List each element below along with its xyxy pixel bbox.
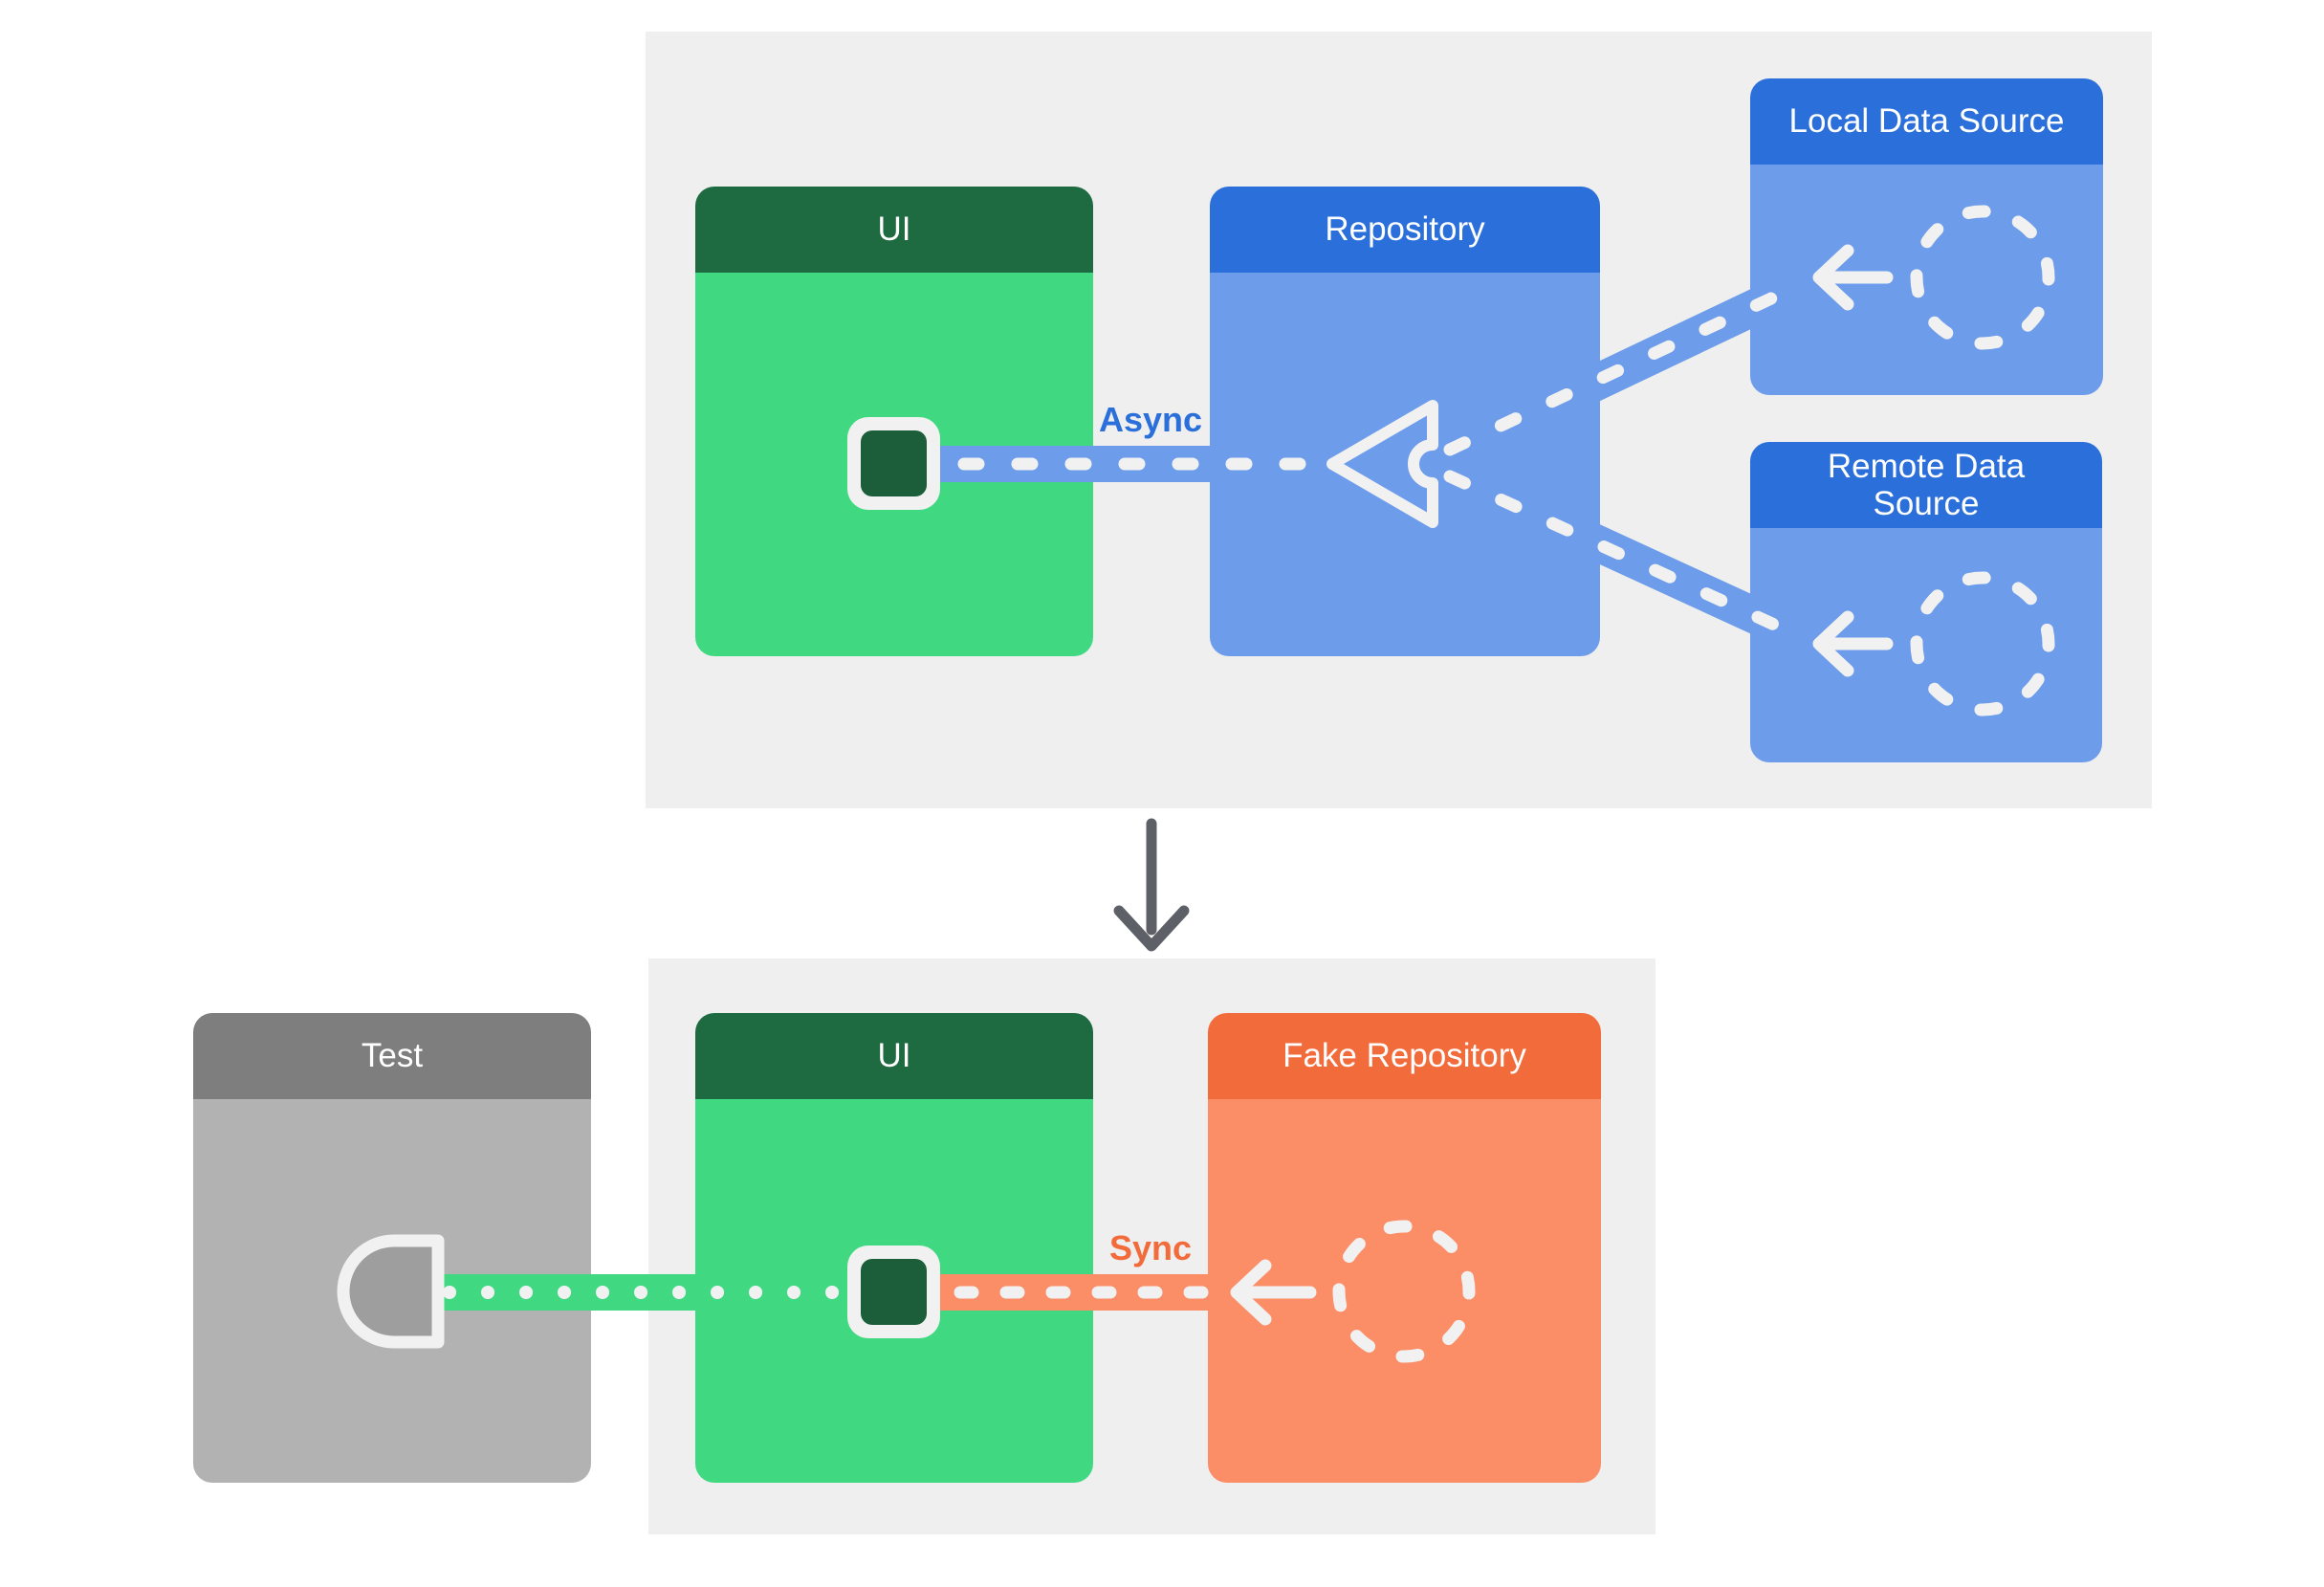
repository-box: Repository <box>1210 187 1600 656</box>
async-flow-label: Async <box>1098 400 1203 439</box>
remote-data-source-box: Remote Data Source <box>1750 442 2102 762</box>
repository-box-body <box>1210 273 1600 656</box>
ui-box-under-test-title: UI <box>877 1037 911 1075</box>
remote-data-source-title: Remote Data Source <box>1827 447 2026 522</box>
ui-box: UI <box>695 187 1093 656</box>
repository-box-header: Repository <box>1210 187 1600 273</box>
ui-box-header: UI <box>695 187 1093 273</box>
fake-repository-header: Fake Repository <box>1208 1013 1601 1099</box>
test-box: Test <box>193 1013 591 1483</box>
ui-box-title: UI <box>877 210 911 249</box>
remote-data-source-header: Remote Data Source <box>1750 442 2102 528</box>
down-arrow-icon <box>1113 818 1190 952</box>
fake-repository-title: Fake Repository <box>1283 1037 1526 1075</box>
fake-repository-box: Fake Repository <box>1208 1013 1601 1483</box>
ui-box-under-test: UI <box>695 1013 1093 1483</box>
test-box-header: Test <box>193 1013 591 1099</box>
local-data-source-box: Local Data Source <box>1750 78 2103 395</box>
ui-box-under-test-body <box>695 1099 1093 1483</box>
local-data-source-title: Local Data Source <box>1788 102 2065 141</box>
ui-box-under-test-header: UI <box>695 1013 1093 1099</box>
remote-data-source-body <box>1750 528 2102 762</box>
ui-box-body <box>695 273 1093 656</box>
repository-box-title: Repository <box>1325 210 1485 249</box>
sync-flow-label: Sync <box>1108 1228 1193 1267</box>
fake-repository-body <box>1208 1099 1601 1483</box>
local-data-source-body <box>1750 165 2103 395</box>
local-data-source-header: Local Data Source <box>1750 78 2103 165</box>
test-box-title: Test <box>361 1037 424 1075</box>
test-box-body <box>193 1099 591 1483</box>
